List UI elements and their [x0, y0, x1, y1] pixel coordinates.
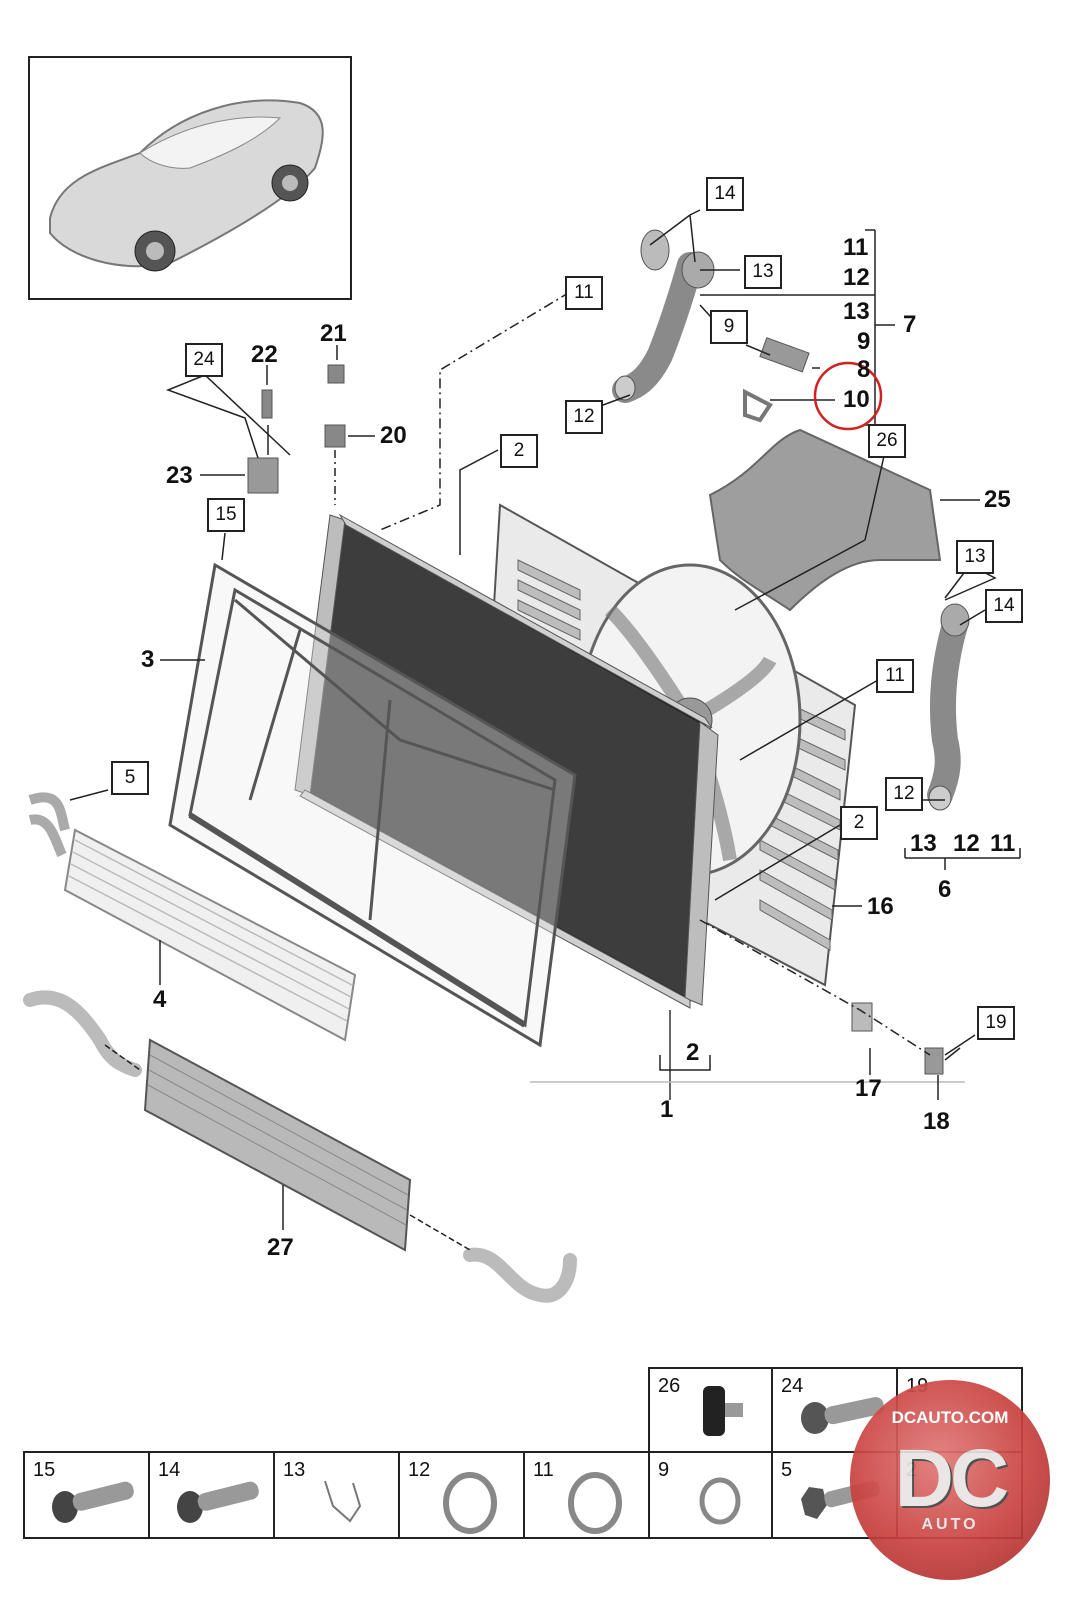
hardware-cell-24-number: 24 [781, 1375, 804, 1397]
hardware-cell-9: 9 [648, 1451, 773, 1539]
hardware-cell-26: 26 [648, 1367, 773, 1453]
hardware-cell-12-number: 12 [408, 1459, 431, 1481]
hardware-cell-11: 11 [523, 1451, 650, 1539]
box-callout-5: 5 [111, 761, 149, 795]
hardware-cell-26-number: 26 [658, 1375, 681, 1397]
box-callout-11-left: 11 [565, 276, 603, 310]
hardware-cell-14-number: 14 [158, 1459, 181, 1481]
spring-clip-icon [324, 1480, 362, 1523]
callout-3: 3 [141, 646, 155, 673]
callout-13-top: 13 [843, 298, 870, 325]
callout-17: 17 [855, 1075, 882, 1102]
coolant-hose-part-6 [927, 603, 970, 811]
hardware-cell-15: 15 [23, 1451, 150, 1539]
leader-lines [69, 209, 1021, 1251]
box-callout-26: 26 [868, 424, 906, 458]
box-callout-13-right: 13 [956, 540, 994, 574]
bolt-icon [801, 1397, 884, 1434]
front-carrier-frame-part-3 [168, 562, 577, 1048]
callout-2-bottom: 2 [686, 1039, 700, 1066]
box-callout-2-right: 2 [840, 806, 878, 840]
hardware-cell-12: 12 [398, 1451, 525, 1539]
hardware-cell-5-number: 5 [781, 1459, 793, 1481]
box-callout-9: 9 [710, 310, 748, 344]
oil-cooler-part-4 [28, 792, 357, 1042]
box-callout-19: 19 [977, 1006, 1015, 1040]
callout-4: 4 [153, 986, 167, 1013]
callout-25: 25 [984, 486, 1011, 513]
callout-9-top: 9 [857, 328, 871, 355]
box-callout-14-right: 14 [985, 589, 1023, 623]
callout-10-top: 10 [843, 386, 870, 413]
callout-12-top: 12 [843, 264, 870, 291]
box-callout-14-top: 14 [706, 177, 744, 211]
callout-7: 7 [903, 311, 917, 338]
watermark-auto: AUTO [921, 1516, 979, 1533]
callout-6-12: 12 [953, 830, 980, 857]
clip-icon [703, 1386, 743, 1436]
hardware-cell-15-number: 15 [33, 1459, 56, 1481]
o-ring-icon [568, 1472, 622, 1534]
hardware-cell-14: 14 [148, 1451, 275, 1539]
callout-20: 20 [380, 422, 407, 449]
radiator-part-2 [294, 513, 719, 1009]
air-duct-part-25 [708, 428, 942, 612]
callout-11-top: 11 [843, 234, 869, 261]
dcauto-watermark-logo: DCAUTO.COM DC AUTO [850, 1380, 1050, 1580]
hardware-cell-13-number: 13 [283, 1459, 306, 1481]
small-brackets [247, 364, 944, 1075]
hardware-cell-9-number: 9 [658, 1459, 670, 1481]
vehicle-thumbnail [28, 56, 352, 300]
box-callout-13-top: 13 [744, 255, 782, 289]
box-callout-24: 24 [185, 343, 223, 377]
callout-6-11: 11 [990, 830, 1016, 857]
hardware-cell-11-number: 11 [533, 1459, 554, 1481]
o-ring-icon [443, 1472, 497, 1534]
highlight-circle [813, 361, 883, 431]
callout-27: 27 [267, 1234, 294, 1261]
box-callout-11-right: 11 [876, 659, 914, 693]
coolant-hose-part-7 [612, 229, 810, 423]
callout-16: 16 [867, 893, 894, 920]
box-callout-12-right: 12 [885, 777, 923, 811]
callout-6-13: 13 [910, 830, 937, 857]
callout-1: 1 [660, 1096, 674, 1123]
seal-ring-icon [699, 1477, 741, 1525]
box-callout-2-top: 2 [500, 434, 538, 468]
callout-22: 22 [251, 341, 278, 368]
car-illustration [49, 99, 324, 272]
screw-icon [177, 1481, 259, 1523]
auxiliary-radiator-part-27 [23, 990, 577, 1303]
callout-8-top: 8 [857, 356, 871, 383]
box-callout-15: 15 [207, 498, 245, 532]
watermark-site: DCAUTO.COM [891, 1408, 1009, 1427]
screw-icon [52, 1481, 134, 1523]
watermark-dc: DC [894, 1433, 1009, 1524]
box-callout-12-top: 12 [565, 400, 603, 434]
callout-23: 23 [166, 462, 193, 489]
callout-21: 21 [320, 320, 347, 347]
callout-18: 18 [923, 1108, 950, 1135]
hardware-cell-13: 13 [273, 1451, 400, 1539]
callout-6: 6 [938, 876, 952, 903]
